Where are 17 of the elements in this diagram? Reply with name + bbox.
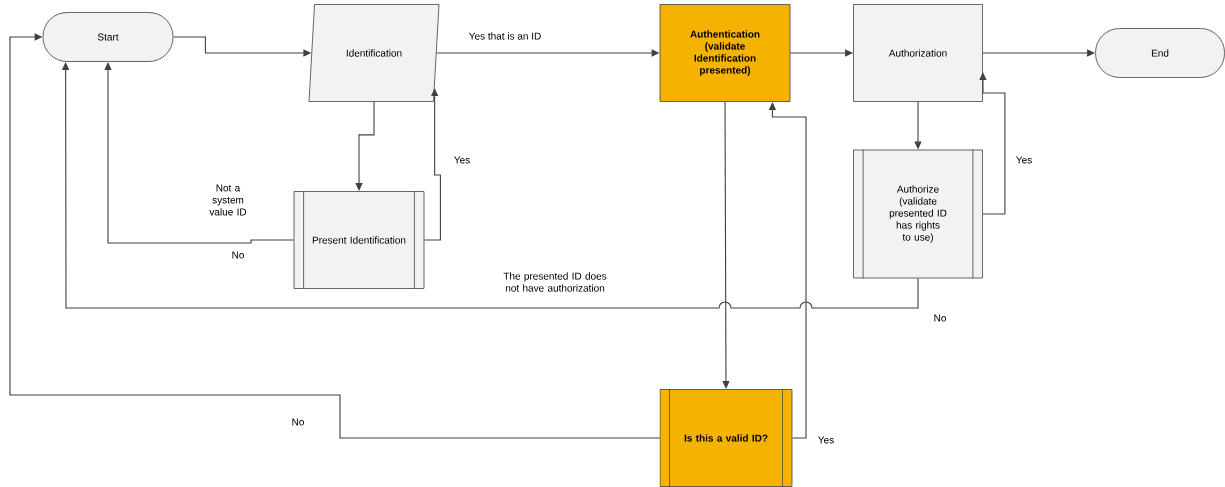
- process-box: Authorization: [853, 4, 983, 102]
- subprocess-box: Present Identification: [293, 190, 425, 290]
- arrow: [9, 33, 661, 439]
- arrow: [423, 88, 441, 241]
- edge-label: Yes: [452, 155, 472, 165]
- subprocess-box: Authorize (validate presented ID has rights to use): [853, 149, 983, 279]
- edge-label: Yes: [1014, 155, 1034, 165]
- edge-label: Yes: [816, 435, 836, 445]
- note-text: Not a system value ID: [209, 184, 247, 216]
- edge-label: No: [932, 313, 948, 323]
- subprocess-box: Is this a valid ID?: [659, 388, 793, 487]
- process-box: Authentication (validate Identification presented): [659, 4, 791, 102]
- input-parallelogram: Identification: [308, 4, 440, 102]
- edge-label: Yes that is an ID: [467, 31, 543, 41]
- edge-label: No: [290, 417, 306, 427]
- edge-label: No: [230, 250, 246, 260]
- note-text: The presented ID does not have authorization: [503, 272, 607, 292]
